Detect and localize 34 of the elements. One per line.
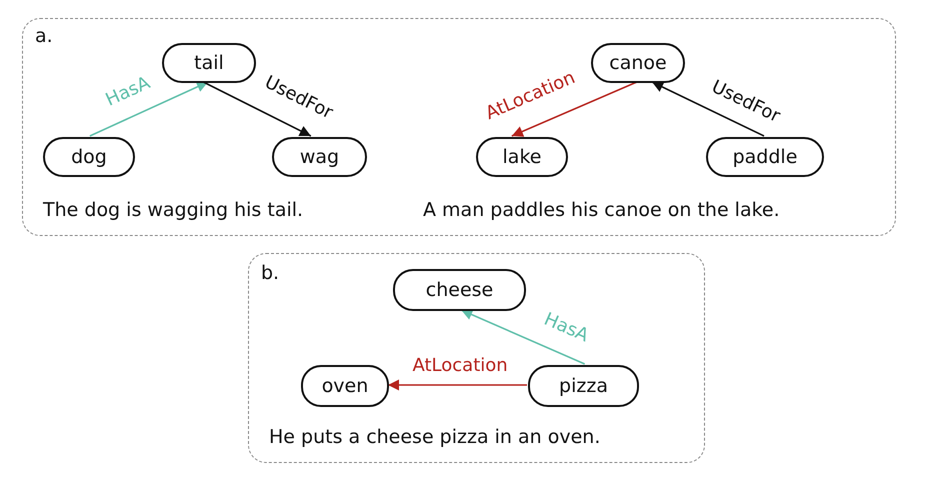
node-label: oven: [322, 375, 368, 397]
node-label: pizza: [559, 375, 608, 397]
node-label: lake: [502, 146, 542, 168]
concept-node: [393, 269, 526, 311]
example-sentence: He puts a cheese pizza in an oven.: [269, 426, 600, 448]
dashed-group-panel: [22, 18, 896, 236]
arrow: [652, 81, 764, 137]
dashed-group-panel: [248, 253, 705, 463]
concept-node: [43, 137, 135, 177]
concept-node: [272, 137, 367, 177]
concept-node: [528, 365, 639, 407]
panel-label: a.: [35, 25, 53, 47]
concept-node: [476, 137, 568, 177]
concept-node: [301, 365, 389, 407]
arrow: [388, 379, 527, 391]
example-sentence: The dog is wagging his tail.: [43, 199, 304, 221]
arrow: [460, 309, 586, 365]
node-label: cheese: [426, 279, 494, 301]
arrow: [511, 81, 638, 137]
node-label: dog: [71, 146, 107, 168]
node-label: tail: [194, 52, 224, 74]
node-label: canoe: [609, 52, 667, 74]
concept-node: [162, 43, 256, 83]
edge-label: HasA: [541, 310, 591, 346]
example-sentence: A man paddles his canoe on the lake.: [423, 199, 780, 221]
arrow: [90, 81, 208, 137]
edge-label: AtLocation: [412, 357, 508, 375]
node-label: paddle: [732, 146, 798, 168]
concept-node: [706, 137, 824, 177]
concept-node: [591, 43, 685, 83]
arrow: [202, 81, 312, 137]
node-label: wag: [300, 146, 340, 168]
panel-label: b.: [261, 262, 280, 284]
edge-label: HasA: [103, 74, 153, 110]
